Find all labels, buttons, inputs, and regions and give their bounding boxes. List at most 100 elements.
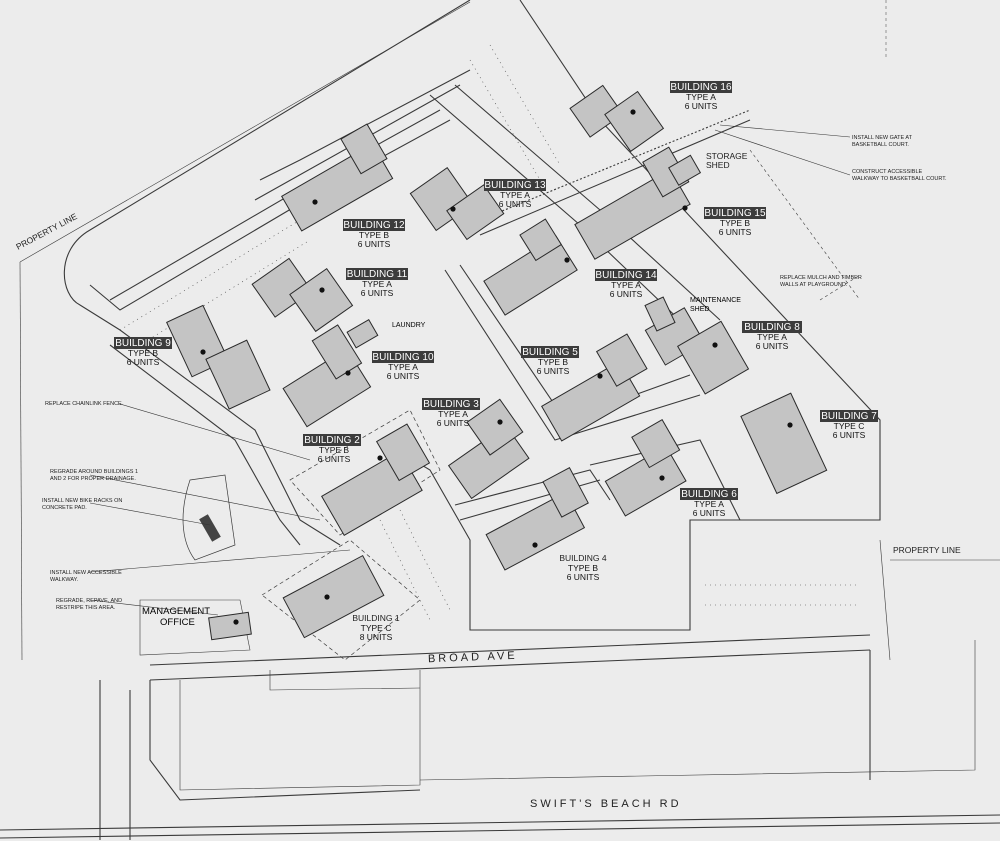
svg-text:BUILDING 4: BUILDING 4 [559,553,607,563]
svg-text:TYPE A: TYPE A [388,362,418,372]
svg-text:WALLS AT PLAYGROUND.: WALLS AT PLAYGROUND. [780,282,848,288]
svg-text:SHED: SHED [706,160,730,170]
label-building-5: BUILDING 5 TYPE B 6 UNITS [521,346,579,376]
management-office-label: MANAGEMENT [142,606,210,617]
svg-text:OFFICE: OFFICE [160,617,195,628]
footprint-b5 [541,333,648,442]
svg-text:BUILDING 15: BUILDING 15 [704,208,766,219]
outer-loop-road [379,0,881,631]
svg-text:BUILDING 3: BUILDING 3 [423,399,479,410]
property-line-right-label: PROPERTY LINE [893,545,961,555]
footprint-b4 [485,467,589,571]
broad-ave-road [149,634,871,666]
footprint-storage-shed [668,154,702,186]
building-footprints [166,84,828,641]
svg-text:BUILDING 16: BUILDING 16 [670,82,732,93]
svg-text:TYPE B: TYPE B [538,357,569,367]
svg-text:6 UNITS: 6 UNITS [387,371,420,381]
label-building-14: BUILDING 14 TYPE A 6 UNITS [595,269,657,299]
svg-text:6 UNITS: 6 UNITS [719,227,752,237]
storage-shed-label: STORAGE [706,151,748,161]
site-notes: INSTALL NEW GATE AT BASKETBALL COURT. CO… [42,135,947,611]
svg-text:TYPE A: TYPE A [686,92,716,102]
footprint-laundry [346,319,379,349]
svg-text:WALKWAY TO BASKETBALL COURT.: WALKWAY TO BASKETBALL COURT. [852,176,947,182]
svg-text:INSTALL NEW GATE AT: INSTALL NEW GATE AT [852,135,913,141]
footprint-b3 [447,398,530,500]
svg-text:BUILDING 9: BUILDING 9 [115,338,171,349]
svg-text:BUILDING 6: BUILDING 6 [681,489,737,500]
svg-text:6 UNITS: 6 UNITS [685,101,718,111]
svg-text:6 UNITS: 6 UNITS [567,572,600,582]
property-line-right [879,539,891,661]
svg-text:6 UNITS: 6 UNITS [437,418,470,428]
svg-text:REPLACE CHAINLINK FENCE.: REPLACE CHAINLINK FENCE. [45,401,124,407]
footprint-b16 [569,84,665,153]
svg-text:TYPE B: TYPE B [720,218,751,228]
svg-text:TYPE A: TYPE A [611,280,641,290]
svg-text:CONCRETE PAD.: CONCRETE PAD. [42,505,87,511]
label-building-9: BUILDING 9 TYPE B 6 UNITS [114,337,172,367]
svg-text:6 UNITS: 6 UNITS [127,357,160,367]
label-building-7: BUILDING 7 TYPE C 6 UNITS [820,410,878,440]
swifts-beach-rd-road [0,814,1000,831]
svg-text:8 UNITS: 8 UNITS [360,632,393,642]
svg-text:TYPE C: TYPE C [361,623,392,633]
svg-text:BUILDING 10: BUILDING 10 [372,352,434,363]
svg-text:TYPE A: TYPE A [757,332,787,342]
footprint-b15 [574,146,691,260]
label-building-1: BUILDING 1 TYPE C 8 UNITS [352,613,400,642]
svg-text:BUILDING 5: BUILDING 5 [522,347,578,358]
label-building-11: BUILDING 11 TYPE A 6 UNITS [346,268,408,298]
footprint-b9 [166,304,271,410]
broad-ave-label: BROAD AVE [428,650,518,666]
facility-labels: STORAGE SHED MAINTENANCE SHED LAUNDRY MA… [14,151,961,810]
svg-text:REGRADE, REPAVE, AND: REGRADE, REPAVE, AND [56,598,122,604]
footprint-b1 [282,554,385,639]
svg-text:AND 2 FOR PROPER DRAINAGE.: AND 2 FOR PROPER DRAINAGE. [50,476,136,482]
svg-text:BUILDING 1: BUILDING 1 [352,613,400,623]
svg-text:BUILDING 8: BUILDING 8 [744,322,800,333]
label-building-2: BUILDING 2 TYPE B 6 UNITS [303,434,361,464]
footprint-b6 [604,419,687,517]
svg-text:6 UNITS: 6 UNITS [361,288,394,298]
label-building-13: BUILDING 13 TYPE A 6 UNITS [484,179,546,209]
label-building-4: BUILDING 4 TYPE B 6 UNITS [559,553,607,582]
footprint-b13 [409,167,505,241]
footprint-b2 [321,423,431,536]
label-building-3: BUILDING 3 TYPE A 6 UNITS [422,398,480,428]
svg-text:6 UNITS: 6 UNITS [318,454,351,464]
svg-text:INSTALL NEW BIKE RACKS ON: INSTALL NEW BIKE RACKS ON [42,498,122,504]
svg-text:REPLACE MULCH AND TIMBER: REPLACE MULCH AND TIMBER [780,275,862,281]
svg-text:6 UNITS: 6 UNITS [610,289,643,299]
svg-text:BUILDING 13: BUILDING 13 [484,180,546,191]
label-building-12: BUILDING 12 TYPE B 6 UNITS [343,219,405,249]
svg-text:TYPE C: TYPE C [834,421,865,431]
footprint-b14 [483,218,578,316]
svg-text:SHED: SHED [690,306,709,313]
svg-text:BUILDING 11: BUILDING 11 [347,269,408,280]
footprint-management-office [208,611,252,641]
building-center-dots [200,109,793,625]
label-building-8: BUILDING 8 TYPE A 6 UNITS [742,321,802,351]
laundry-label: LAUNDRY [392,322,426,329]
svg-text:WALKWAY.: WALKWAY. [50,577,79,583]
label-building-16: BUILDING 16 TYPE A 6 UNITS [670,81,732,111]
svg-text:6 UNITS: 6 UNITS [358,239,391,249]
svg-text:BUILDING 7: BUILDING 7 [821,411,877,422]
svg-text:TYPE B: TYPE B [128,348,159,358]
svg-text:TYPE B: TYPE B [359,230,390,240]
footprint-maintenance-shed [644,296,676,332]
svg-text:BUILDING 2: BUILDING 2 [304,435,360,446]
maintenance-shed-label: MAINTENANCE [690,297,741,304]
svg-text:REGRADE AROUND BUILDINGS 1: REGRADE AROUND BUILDINGS 1 [50,469,138,475]
svg-text:TYPE A: TYPE A [438,409,468,419]
label-building-15: BUILDING 15 TYPE B 6 UNITS [704,207,766,237]
footprint-b7 [740,392,828,495]
footprint-b12 [281,123,394,232]
svg-text:6 UNITS: 6 UNITS [833,430,866,440]
footprint-b10 [282,324,372,428]
svg-text:6 UNITS: 6 UNITS [499,199,532,209]
svg-text:6 UNITS: 6 UNITS [693,508,726,518]
